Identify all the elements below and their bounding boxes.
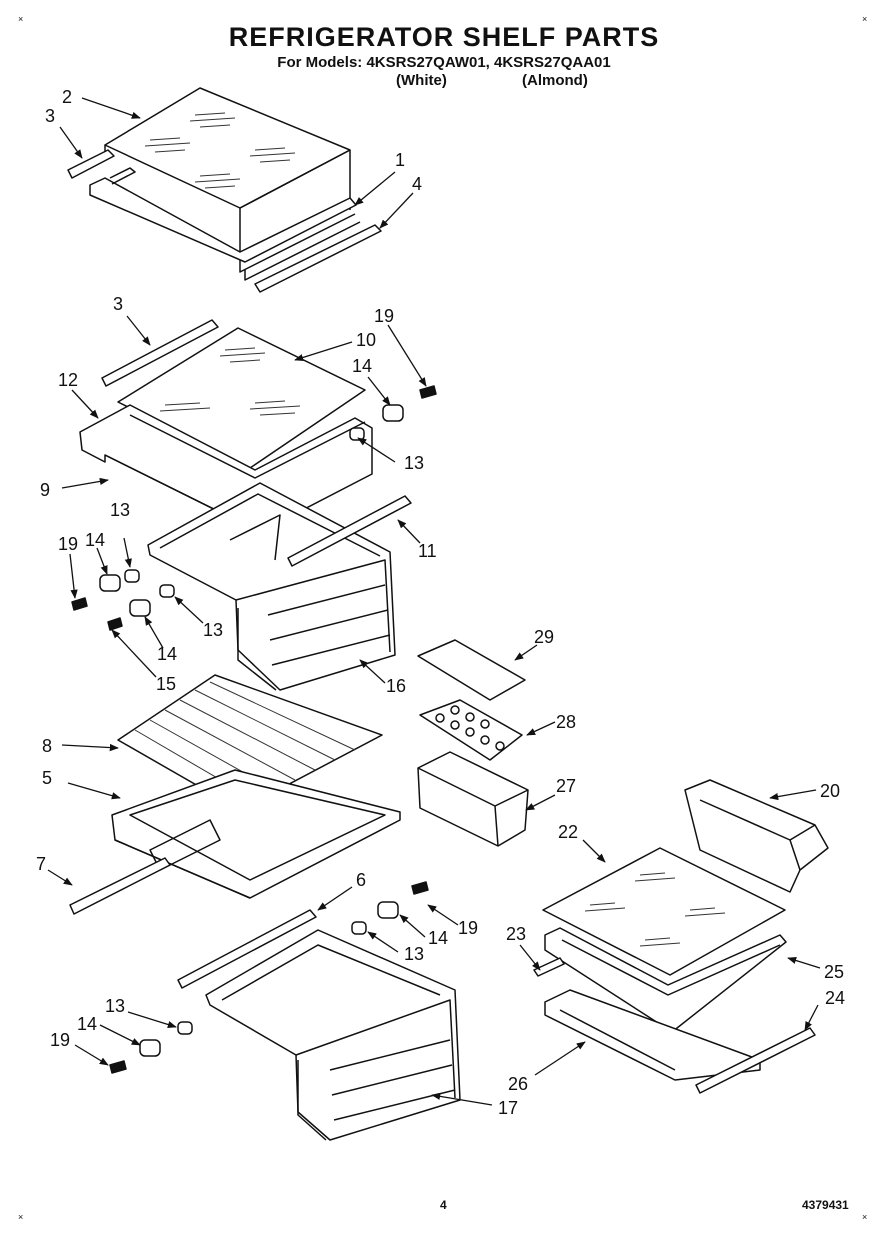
callout-1: 1	[395, 150, 405, 170]
door-bin-20	[684, 779, 829, 893]
callout-19b: 19	[58, 534, 78, 554]
callout-24: 24	[825, 988, 845, 1008]
crisper-drawer	[205, 929, 461, 1141]
callout-25: 25	[824, 962, 844, 982]
drawer-rail-11	[287, 495, 412, 567]
rail-7	[69, 857, 171, 915]
callout-26: 26	[508, 1074, 528, 1094]
page-title: REFRIGERATOR SHELF PARTS	[228, 22, 660, 52]
top-shelf-right-trim	[254, 224, 382, 293]
callout-19c: 19	[458, 918, 478, 938]
callout-14c: 14	[157, 644, 177, 664]
small-glass-shelf	[542, 847, 786, 976]
callout-23: 23	[506, 924, 526, 944]
small-shelf-rail-24	[695, 1027, 816, 1094]
callout-4: 4	[412, 174, 422, 194]
top-shelf-glass	[104, 87, 351, 262]
callout-19d: 19	[50, 1030, 70, 1050]
corner-mark-bottom-right: ×	[862, 1212, 868, 1222]
callout-10: 10	[356, 330, 376, 350]
variant-almond: (Almond)	[522, 72, 588, 89]
hardware-left	[71, 569, 175, 631]
callout-labels: 1 2 3 3 4 5 6 7 8 9 10 11 12 13 13 13 13…	[36, 87, 845, 1118]
egg-tray-insert	[419, 699, 523, 761]
callout-7: 7	[36, 854, 46, 874]
callout-22: 22	[558, 822, 578, 842]
callout-14e: 14	[77, 1014, 97, 1034]
small-shelf-rail-left	[533, 957, 565, 977]
top-shelf-frame	[89, 167, 361, 281]
callout-14a: 14	[352, 356, 372, 376]
page-number: 4	[440, 1198, 447, 1212]
callout-15: 15	[156, 674, 176, 694]
small-shelf-frame	[544, 927, 787, 1033]
callout-13b: 13	[110, 500, 130, 520]
callout-9: 9	[40, 480, 50, 500]
callout-14b: 14	[85, 530, 105, 550]
leader-lines	[47, 97, 821, 1106]
callout-13a: 13	[404, 453, 424, 473]
shelf-frame-5	[111, 769, 401, 899]
callout-5: 5	[42, 768, 52, 788]
second-shelf-trim	[101, 319, 219, 387]
variant-white: (White)	[396, 72, 447, 89]
egg-tray-cover	[417, 639, 526, 701]
callout-13e: 13	[105, 996, 125, 1016]
callout-17: 17	[498, 1098, 518, 1118]
models-line: For Models: 4KSRS27QAW01, 4KSRS27QAA01	[277, 54, 611, 71]
egg-tray-bin	[417, 751, 529, 847]
callout-19a: 19	[374, 306, 394, 326]
callout-3b: 3	[113, 294, 123, 314]
callout-29: 29	[534, 627, 554, 647]
corner-mark-top-right: ×	[862, 14, 868, 24]
small-shelf-bracket	[544, 989, 761, 1081]
hardware-bottom	[109, 881, 429, 1074]
callout-12: 12	[58, 370, 78, 390]
callout-11: 11	[418, 541, 437, 561]
corner-mark-bottom-left: ×	[18, 1212, 24, 1222]
callout-16: 16	[386, 676, 406, 696]
doc-number: 4379431	[802, 1198, 849, 1212]
callout-14d: 14	[428, 928, 448, 948]
callout-28: 28	[556, 712, 576, 732]
callout-20: 20	[820, 781, 840, 801]
callout-13c: 13	[203, 620, 223, 640]
callout-27: 27	[556, 776, 576, 796]
top-shelf-left-trim	[67, 149, 115, 179]
hardware-right	[349, 385, 437, 441]
meat-drawer	[147, 482, 396, 691]
callout-6: 6	[356, 870, 366, 890]
corner-mark-top-left: ×	[18, 14, 24, 24]
callout-13d: 13	[404, 944, 424, 964]
rail-6	[177, 909, 317, 989]
callout-2: 2	[62, 87, 72, 107]
callout-3a: 3	[45, 106, 55, 126]
header: REFRIGERATOR SHELF PARTS For Models: 4KS…	[0, 22, 888, 71]
callout-8: 8	[42, 736, 52, 756]
